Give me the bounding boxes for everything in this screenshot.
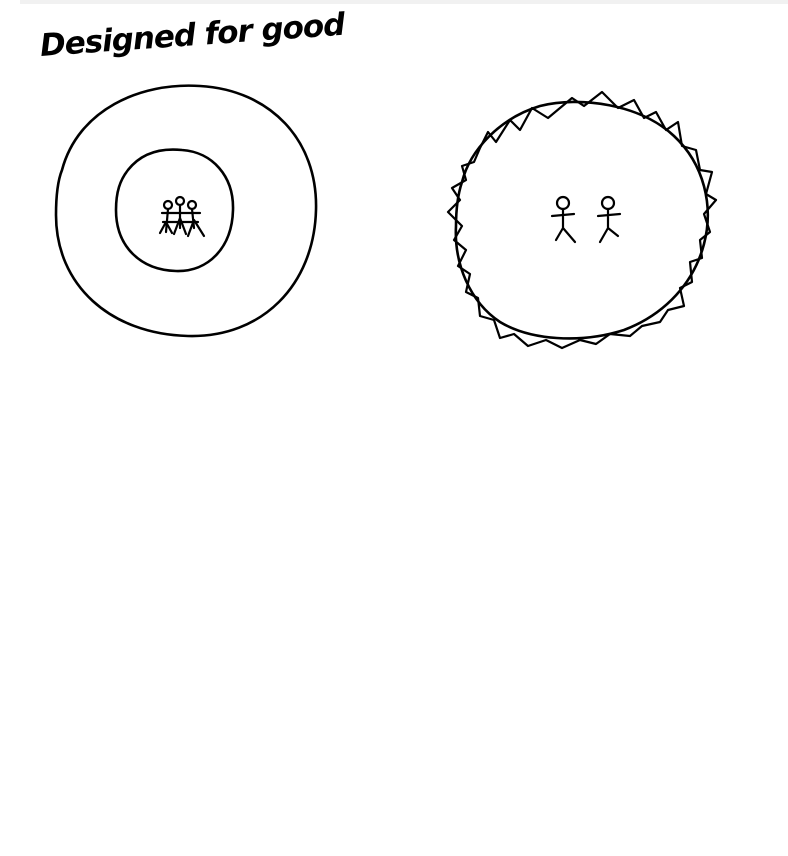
right-diagram <box>448 92 716 348</box>
people-group-icon <box>160 197 204 236</box>
inner-circle <box>116 150 233 271</box>
spiky-edge <box>448 92 716 348</box>
two-people-icon <box>552 197 620 242</box>
outer-circle <box>56 86 316 336</box>
left-diagram <box>56 86 316 336</box>
